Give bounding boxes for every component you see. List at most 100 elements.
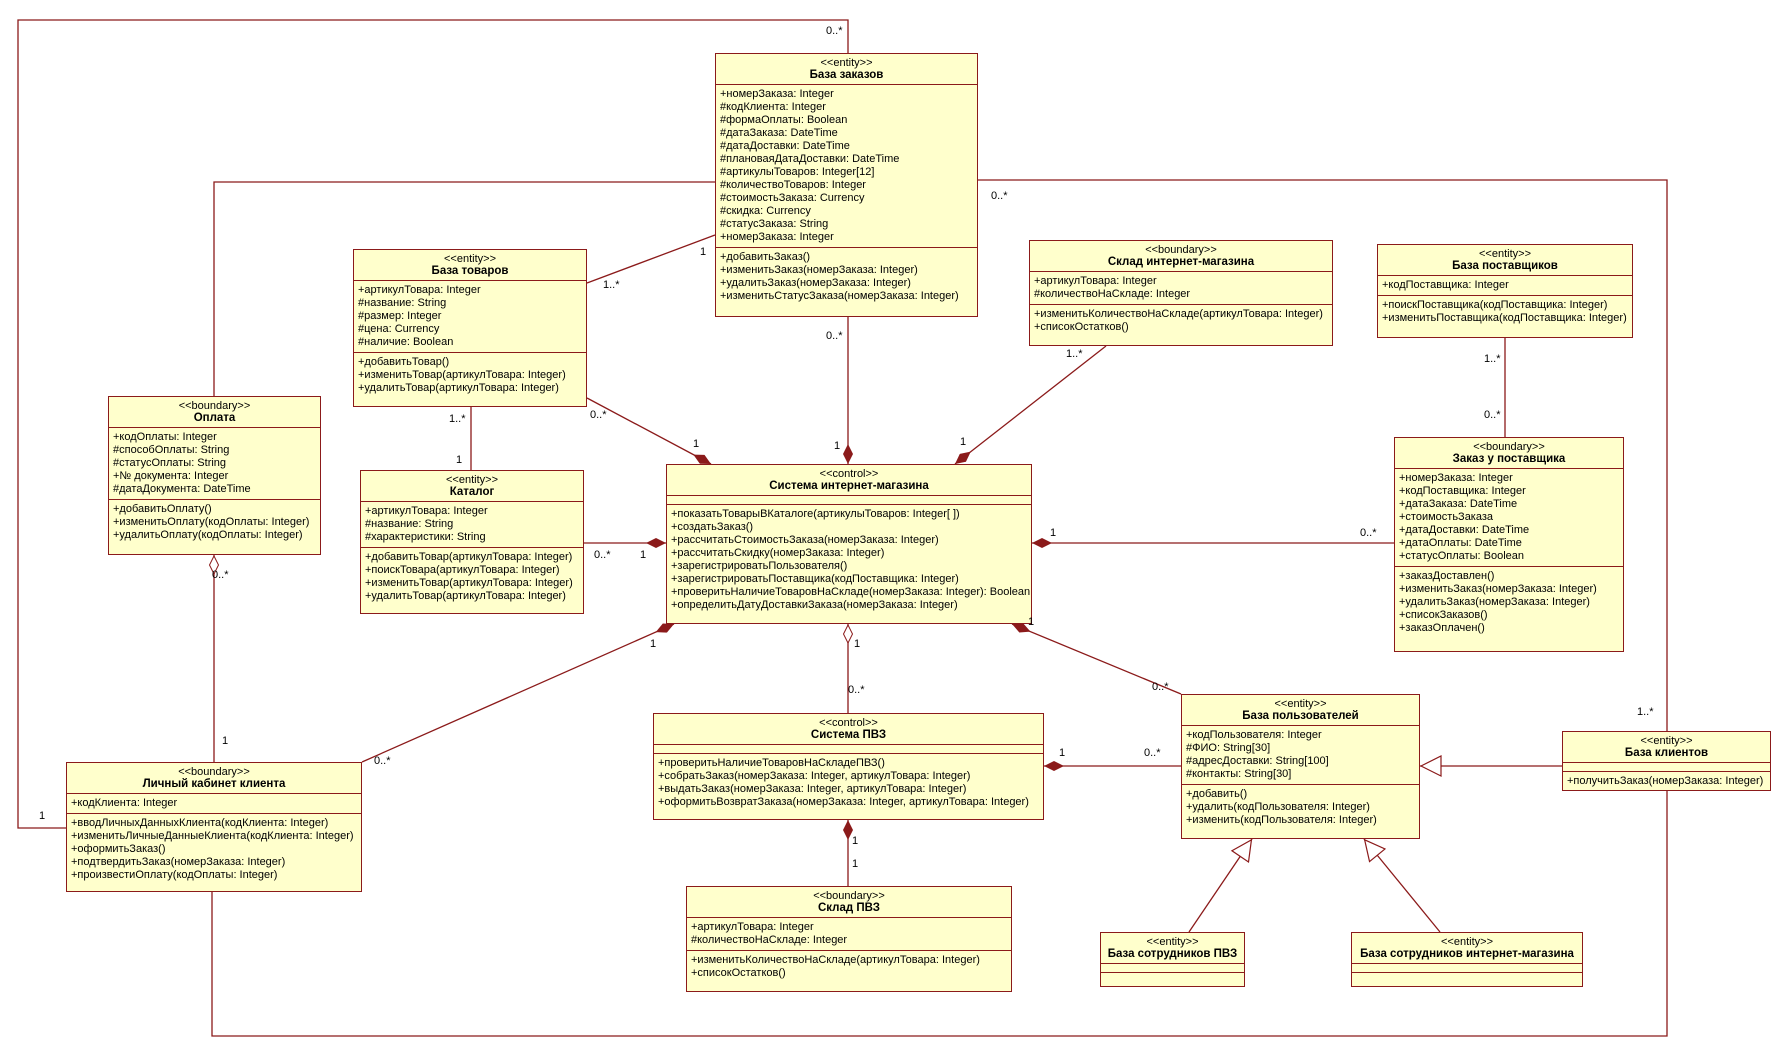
operation: +добавить(): [1186, 788, 1248, 800]
comp-products-system: [586, 397, 712, 465]
attribute: +кодОплаты: Integer: [113, 431, 217, 443]
class-client-cabinet[interactable]: <<boundary>>Личный кабинет клиента +кодК…: [66, 762, 362, 892]
operations-compartment: +добавитьЗаказ()+изменитьЗаказ(номерЗака…: [716, 248, 977, 306]
stereotype: <<entity>>: [1146, 936, 1199, 948]
operation: +произвестиОплату(кодОплаты: Integer): [71, 869, 278, 881]
attribute: #способОплаты: String: [113, 444, 230, 456]
multiplicity: 1: [852, 835, 859, 847]
stereotype: <<boundary>>: [1145, 244, 1217, 256]
operation: +изменитьКоличествоНаСкладе(артикулТовар…: [1034, 308, 1323, 320]
operation: +изменитьСтатусЗаказа(номерЗаказа: Integ…: [720, 290, 959, 302]
multiplicity: 1: [222, 735, 229, 747]
attribute: #плановаяДатаДоставки: DateTime: [720, 153, 900, 165]
attribute: #наличие: Boolean: [358, 336, 454, 348]
attribute: +датаОплаты: DateTime: [1399, 537, 1522, 549]
attribute: #характеристики: String: [365, 531, 486, 543]
operation: +оформитьВозвратЗаказа(номерЗаказа: Inte…: [658, 796, 1029, 808]
class-catalog[interactable]: <<entity>>Каталог +артикулТовара: Intege…: [360, 470, 584, 614]
attribute: #стоимостьЗаказа: Currency: [720, 192, 865, 204]
class-suppliers-db[interactable]: <<entity>>База поставщиков +кодПоставщик…: [1377, 244, 1633, 338]
operations-compartment: +изменитьКоличествоНаСкладе(артикулТовар…: [687, 951, 1011, 983]
attribute: #датаДокумента: DateTime: [113, 483, 251, 495]
multiplicity: 1: [1050, 527, 1057, 539]
attribute: +статусОплаты: Boolean: [1399, 550, 1524, 562]
operation: +добавитьОплату(): [113, 503, 212, 515]
operation: +изменитьЛичныеДанныеКлиента(кодКлиента:…: [71, 830, 354, 842]
class-shop-warehouse[interactable]: <<boundary>>Склад интернет-магазина +арт…: [1029, 240, 1333, 346]
operation: +создатьЗаказ(): [671, 521, 754, 533]
attribute: #статусОплаты: String: [113, 457, 227, 469]
class-orders-db[interactable]: <<entity>>База заказов +номерЗаказа: Int…: [715, 53, 978, 317]
operation: +показатьТоварыВКаталоге(артикулыТоваров…: [671, 508, 960, 520]
class-clients-db[interactable]: <<entity>>База клиентов +получитьЗаказ(н…: [1562, 731, 1771, 791]
attributes-compartment: [1352, 964, 1582, 973]
attributes-compartment: [654, 745, 1043, 754]
class-name: Личный кабинет клиента: [142, 778, 286, 790]
operation: +рассчитатьСкидку(номерЗаказа: Integer): [671, 547, 885, 559]
class-pvz-warehouse[interactable]: <<boundary>>Склад ПВЗ +артикулТовара: In…: [686, 886, 1012, 992]
class-name: Заказ у поставщика: [1452, 453, 1566, 465]
multiplicity: 1: [39, 810, 46, 822]
multiplicity: 1: [834, 440, 841, 452]
attribute: +датаДоставки: DateTime: [1399, 524, 1530, 536]
multiplicity: 0..*: [212, 569, 229, 581]
multiplicity: 1: [854, 638, 861, 650]
operation: +изменитьОплату(кодОплаты: Integer): [113, 516, 310, 528]
operation: +удалитьОплату(кодОплаты: Integer): [113, 529, 303, 541]
multiplicity: 1..*: [603, 279, 620, 291]
attribute: #количествоНаСкладе: Integer: [1034, 288, 1191, 300]
operation: +изменитьЗаказ(номерЗаказа: Integer): [720, 264, 918, 276]
multiplicity: 1..*: [1637, 706, 1654, 718]
class-shop-system[interactable]: <<control>>Система интернет-магазина +по…: [666, 464, 1032, 624]
operation: +рассчитатьСтоимостьЗаказа(номерЗаказа: …: [671, 534, 939, 546]
operations-compartment: +заказДоставлен()+изменитьЗаказ(номерЗак…: [1395, 567, 1623, 638]
operations-compartment: +получитьЗаказ(номерЗаказа: Integer): [1563, 772, 1770, 791]
stereotype: <<entity>>: [1479, 248, 1531, 260]
attribute: +стоимостьЗаказа: [1399, 511, 1494, 523]
attributes-compartment: [1563, 763, 1770, 772]
operation: +проверитьНаличиеТоваровНаСкладе(номерЗа…: [671, 586, 1031, 598]
comp-cabinet-system: [361, 623, 675, 763]
operation: +определитьДатуДоставкиЗаказа(номерЗаказ…: [671, 599, 958, 611]
class-shop-staff-db[interactable]: <<entity>>База сотрудников интернет-мага…: [1351, 932, 1583, 987]
operation: +поискПоставщика(кодПоставщика: Integer): [1382, 299, 1608, 311]
class-name: Система ПВЗ: [810, 729, 887, 741]
assoc-orders-cabinet: [17, 19, 849, 829]
class-users-db[interactable]: <<entity>>База пользователей +кодПользов…: [1181, 694, 1420, 839]
stereotype: <<boundary>>: [178, 766, 250, 778]
comp-users-system: [1011, 623, 1182, 695]
operations-compartment: [1101, 973, 1244, 981]
attribute: #размер: Integer: [358, 310, 442, 322]
operation: +заказДоставлен(): [1399, 570, 1495, 582]
attribute: +кодПоставщика: Integer: [1399, 485, 1526, 497]
class-supplier-order[interactable]: <<boundary>>Заказ у поставщика +номерЗак…: [1394, 437, 1624, 652]
class-name: База товаров: [431, 265, 509, 277]
attributes-compartment: +кодПоставщика: Integer: [1378, 276, 1632, 296]
multiplicity: 0..*: [826, 25, 843, 37]
multiplicity: 1..*: [449, 413, 466, 425]
class-products-db[interactable]: <<entity>>База товаров +артикулТовара: I…: [353, 249, 587, 407]
operation: +выдатьЗаказ(номерЗаказа: Integer, артик…: [658, 783, 967, 795]
assoc-orders-clients: [978, 179, 1668, 731]
multiplicity: 1: [852, 858, 859, 870]
attribute: +датаЗаказа: DateTime: [1399, 498, 1518, 510]
class-name: База клиентов: [1624, 747, 1709, 759]
class-name: Система интернет-магазина: [769, 480, 929, 492]
operations-compartment: [1352, 973, 1582, 981]
attribute: +кодПользователя: Integer: [1186, 729, 1322, 741]
attribute: +артикулТовара: Integer: [691, 921, 814, 933]
multiplicity: 1: [650, 638, 657, 650]
multiplicity: 0..*: [1360, 527, 1377, 539]
operation: +получитьЗаказ(номерЗаказа: Integer): [1567, 775, 1764, 787]
attribute: #ФИО: String[30]: [1186, 742, 1271, 754]
attribute: #датаЗаказа: DateTime: [720, 127, 838, 139]
attribute: #датаДоставки: DateTime: [720, 140, 850, 152]
class-pvz-system[interactable]: <<control>>Система ПВЗ +проверитьНаличие…: [653, 713, 1044, 820]
multiplicity: 1..*: [1066, 348, 1083, 360]
class-pvz-staff-db[interactable]: <<entity>>База сотрудников ПВЗ: [1100, 932, 1245, 987]
class-payment[interactable]: <<boundary>>Оплата +кодОплаты: Integer#с…: [108, 396, 321, 555]
operation: +зарегистрироватьПоставщика(кодПоставщик…: [671, 573, 959, 585]
attribute: +кодКлиента: Integer: [71, 797, 178, 809]
multiplicity: 0..*: [991, 190, 1008, 202]
stereotype: <<entity>>: [444, 253, 496, 265]
